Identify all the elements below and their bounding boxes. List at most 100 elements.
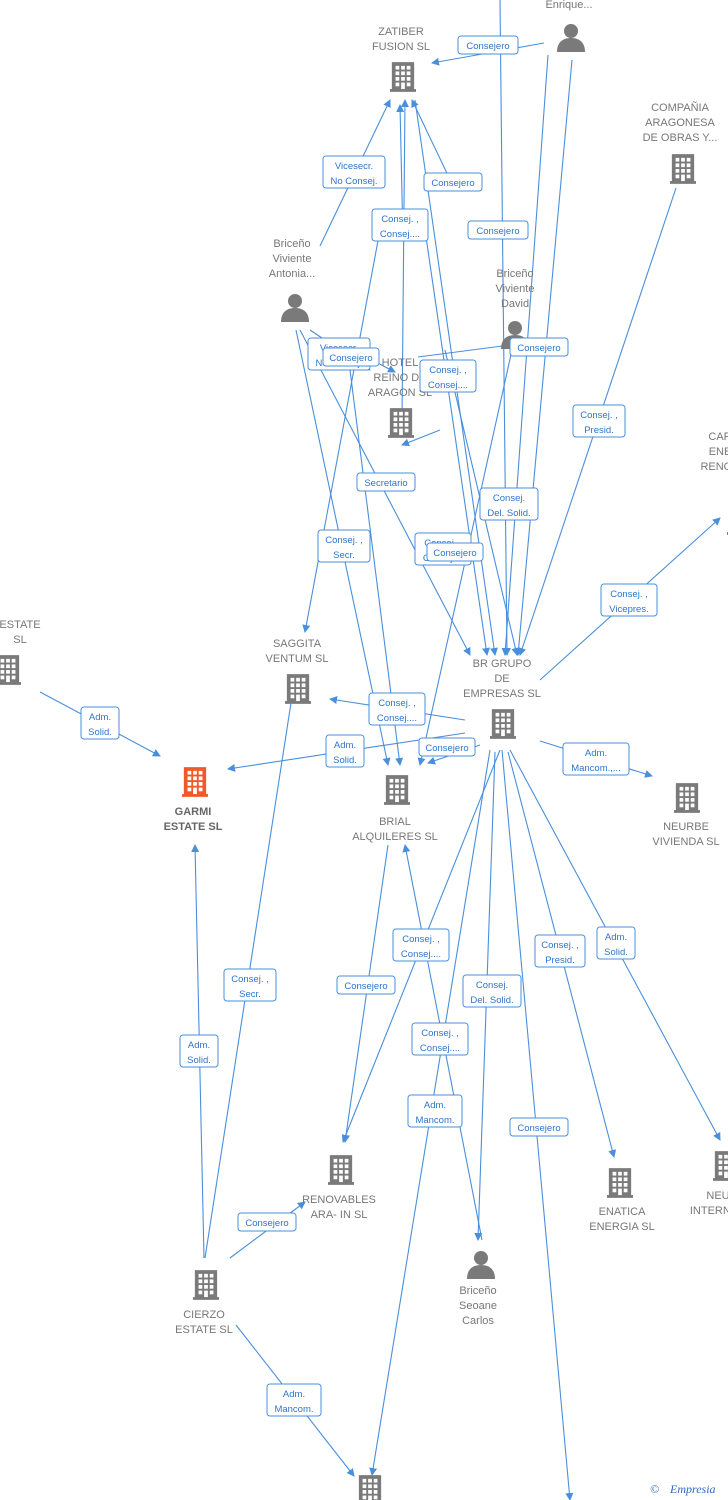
node-label: EMPRESAS SL [463,688,541,700]
edge-label-e13[interactable]: Consej. ,Secr. [317,529,371,563]
node-bottom[interactable] [357,1475,383,1500]
edge-label-e9[interactable]: Consej. ,Consej.... [419,359,477,393]
edge-label-e33[interactable]: Adm.Mancom. [266,1383,322,1417]
building-icon [182,767,208,797]
node-label: ESTATE [0,619,41,631]
node-label: FUSION SL [372,41,430,53]
node-antonia[interactable]: BriceñoVivienteAntonia... [269,238,315,322]
edge-label-box [317,529,371,563]
edge-label-e20[interactable]: Consejero [418,737,476,757]
person-icon [281,294,309,322]
edge-label-e1[interactable]: Consejero [457,35,519,55]
edge-label-box [336,975,396,995]
edge-label-text: Adm. [605,932,627,943]
edge-label-e21[interactable]: Adm.Mancom.,... [562,742,630,776]
edge-label-e2[interactable]: Vicesecr.No Consej. [322,155,386,189]
node-label: Viviente [273,253,312,265]
edge-label-e26[interactable]: Consej. , Secr. [223,968,277,1002]
edge-label-e8[interactable]: Consejero [322,347,380,367]
edge-label-box [596,926,636,960]
node-enrique[interactable]: Enrique... [545,0,593,52]
edge-label-e16[interactable]: Consej. ,Vicepres. [600,583,658,617]
node-label: Antonia... [269,268,315,280]
edge-label-e29[interactable]: Adm.Solid. [179,1034,219,1068]
node-label: ESTATE SL [175,1324,233,1336]
edge-label-box [600,583,658,617]
node-label: HOTEL [382,357,419,369]
edge-label-e32[interactable]: Consejero [237,1212,297,1232]
edge-label-text: Secr. [239,989,261,1000]
node-label: DE [494,673,509,685]
node-label: RENOVABLES [302,1194,376,1206]
node-neu_int[interactable]: NEUINTERNAC [690,1151,728,1217]
node-label: REINO DE [373,372,426,384]
edge-line-10 [514,59,573,656]
edge-label-e28[interactable]: Consej. ,Consej.... [411,1022,469,1056]
edge-label-e11[interactable]: Secretario [356,472,416,492]
node-label: ARA- IN SL [311,1209,368,1221]
edge-label-text: Consej. , [541,940,579,951]
edge-label-e23[interactable]: Consej. ,Presid. [534,934,586,968]
node-label: ARAGONESA [645,117,715,129]
node-label: DE OBRAS Y... [643,132,718,144]
edge-label-text: Consej. , [231,974,269,985]
edge-label-text: Consej. , [580,410,618,421]
edge-line-39 [417,341,511,358]
edge-label-text: Solid. [604,947,628,958]
edge-label-text: Consej. , [378,698,416,709]
edge-label-box [462,974,522,1008]
edge-label-text: No Consej. [331,176,378,187]
edge-label-e31[interactable]: Consejero [509,1117,569,1137]
edge-label-e5[interactable]: Consejero [467,220,529,240]
edge-label-e12[interactable]: Consej.Del. Solid. [479,487,539,521]
edge-line-18 [401,429,441,447]
edge-label-box [418,737,476,757]
node-label: VIVIENDA SL [652,836,719,848]
edge-label-e18[interactable]: Consej. ,Consej.... [368,692,426,726]
edge-label-e22[interactable]: Consej. ,Consej.... [392,928,450,962]
edge-label-text: Consej. , [402,934,440,945]
edge-label-box [467,220,529,240]
edge-label-e15[interactable]: Consejero [426,542,484,562]
edge-label-box [322,347,380,367]
edge-label-text: Solid. [187,1055,211,1066]
edge-label-text: Adm. [283,1389,305,1400]
edge-label-e10[interactable]: Consej. , Presid. [572,404,626,438]
node-label: ALQUILERES SL [352,831,438,843]
edge-label-box [80,706,120,740]
edge-label-e3[interactable]: Consejero [423,172,483,192]
node-label: RENOV [700,461,728,473]
edge-label-e30[interactable]: Adm.Mancom. [407,1094,463,1128]
edge-label-text: Del. Solid. [487,508,530,519]
edge-label-box [325,734,365,768]
node-car[interactable]: CARENERENOV [700,431,728,535]
edge-label-e4[interactable]: Consej. ,Consej.... [371,208,429,242]
edge-label-text: Consejero [425,743,468,754]
edge-label-e17[interactable]: Adm.Solid. [80,706,120,740]
copyright-icon: © [650,1482,659,1496]
edge-label-e24[interactable]: Adm. Solid. [596,926,636,960]
edge-label-e27[interactable]: Consej.Del. Solid. [462,974,522,1008]
edge-label-box [237,1212,297,1232]
edge-label-e6[interactable]: Consejero [509,337,569,357]
edge-label-e25[interactable]: Consejero [336,975,396,995]
edge-label-text: Solid. [333,755,357,766]
node-label: Viviente [496,283,535,295]
edge-label-text: Presid. [584,425,614,436]
node-renovables[interactable]: RENOVABLES ARA- IN SL [302,1155,376,1221]
edge-label-e19[interactable]: Adm.Solid. [325,734,365,768]
